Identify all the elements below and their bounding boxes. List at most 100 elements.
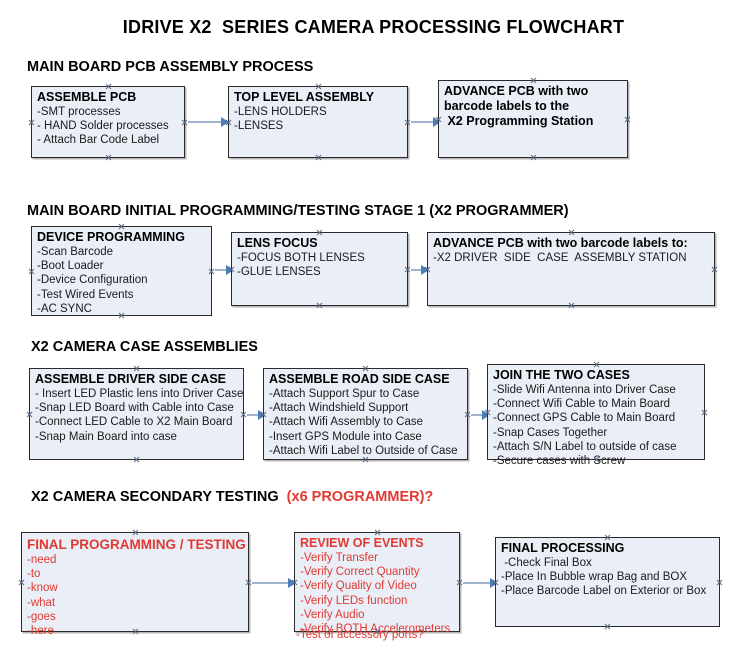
connection-handle-left[interactable] <box>28 268 35 275</box>
node-advance-pcb-to-driver-side-case-station[interactable]: ADVANCE PCB with two barcode labels to: … <box>427 232 715 306</box>
section-header-accent: (x6 PROGRAMMER)? <box>286 489 434 505</box>
node-line: -Secure cases with Screw <box>493 455 626 468</box>
node-body: REVIEW OF EVENTS -Verify Transfer -Verif… <box>295 533 459 636</box>
node-title: ASSEMBLE ROAD SIDE CASE <box>269 372 450 386</box>
connection-handle-left[interactable] <box>484 409 491 416</box>
node-body: JOIN THE TWO CASES -Slide Wifi Antenna i… <box>488 365 704 468</box>
connection-handle-right[interactable] <box>701 409 708 416</box>
node-body: LENS FOCUS -FOCUS BOTH LENSES -GLUE LENS… <box>232 233 407 279</box>
node-line: -Check Final Box <box>501 557 592 569</box>
connection-handle-top[interactable] <box>105 83 112 90</box>
connection-handle-bottom[interactable] <box>593 456 600 463</box>
connection-handle-bottom[interactable] <box>604 623 611 630</box>
node-review-of-events[interactable]: REVIEW OF EVENTS -Verify Transfer -Verif… <box>291 529 463 635</box>
connection-handle-right[interactable] <box>716 579 723 586</box>
node-line: -Verify Correct Quantity <box>300 566 420 579</box>
connection-handle-right[interactable] <box>208 268 215 275</box>
connection-handle-right[interactable] <box>181 119 188 126</box>
connection-handle-left[interactable] <box>225 119 232 126</box>
connection-handle-left[interactable] <box>424 266 431 273</box>
connection-handle-left[interactable] <box>228 266 235 273</box>
node-line: -Verify LEDs function <box>300 594 408 607</box>
node-final-programming-testing[interactable]: FINAL PROGRAMMING / TESTING -need -to -k… <box>18 529 252 637</box>
node-line: - HAND Solder processes <box>37 120 169 133</box>
connector-device-programming-to-lens-focus <box>215 269 233 271</box>
node-line: -Attach Wifi Assembly to Case <box>269 416 424 429</box>
connection-handle-bottom[interactable] <box>315 154 322 161</box>
node-title: LENS FOCUS <box>237 236 318 250</box>
node-assemble-road-side-case[interactable]: ASSEMBLE ROAD SIDE CASE -Attach Support … <box>263 368 468 460</box>
connection-handle-top[interactable] <box>604 534 611 541</box>
node-line: -Snap LED Board with Cable into Case <box>35 402 234 415</box>
node-line: -Attach Windshield Support <box>269 402 409 415</box>
connection-handle-top[interactable] <box>374 529 381 536</box>
node-line: -Place In Bubble wrap Bag and BOX <box>501 571 688 584</box>
node-line: -need <box>27 554 57 566</box>
node-device-programming[interactable]: DEVICE PROGRAMMING -Scan Barcode -Boot L… <box>31 226 212 316</box>
connection-handle-right[interactable] <box>711 266 718 273</box>
node-line: -Place Barcode Label on Exterior or Box <box>501 585 707 598</box>
connection-handle-right[interactable] <box>464 411 471 418</box>
node-line: -X2 DRIVER SIDE CASE ASSEMBLY STATION <box>433 252 687 264</box>
connection-handle-right[interactable] <box>240 411 247 418</box>
connection-handle-left[interactable] <box>18 579 25 586</box>
connection-handle-right[interactable] <box>456 579 463 586</box>
node-line: -Verify BOTH Accelerometers <box>300 623 451 636</box>
node-title: X2 Programming Station <box>444 114 594 128</box>
node-body: FINAL PROCESSING -Check Final Box -Place… <box>496 538 719 599</box>
node-advance-pcb-to-x2-programming-station[interactable]: ADVANCE PCB with two barcode labels to t… <box>438 80 628 158</box>
node-body: ASSEMBLE DRIVER SIDE CASE - Insert LED P… <box>30 369 243 444</box>
node-title: ASSEMBLE DRIVER SIDE CASE <box>35 372 227 386</box>
node-title: FINAL PROGRAMMING / TESTING <box>27 537 246 552</box>
connection-handle-top[interactable] <box>568 229 575 236</box>
connector-driver-side-to-road-side <box>247 414 265 416</box>
node-line: - Attach Bar Code Label <box>37 134 160 147</box>
connection-handle-right[interactable] <box>624 116 631 123</box>
connection-handle-top[interactable] <box>530 77 537 84</box>
node-line: -Attach S/N Label to outside of case <box>493 440 677 453</box>
connection-handle-top[interactable] <box>133 365 140 372</box>
connection-handle-top[interactable] <box>118 223 125 230</box>
node-lens-focus[interactable]: LENS FOCUS -FOCUS BOTH LENSES -GLUE LENS… <box>231 232 408 306</box>
connection-handle-bottom[interactable] <box>362 456 369 463</box>
connection-handle-bottom[interactable] <box>568 302 575 309</box>
node-line: -Snap Main Board into case <box>35 430 177 443</box>
node-line: -Connect Wifi Cable to Main Board <box>493 398 671 411</box>
node-final-processing[interactable]: FINAL PROCESSING -Check Final Box -Place… <box>495 537 720 627</box>
connection-handle-left[interactable] <box>26 411 33 418</box>
connection-handle-top[interactable] <box>315 83 322 90</box>
connection-handle-bottom[interactable] <box>105 154 112 161</box>
node-body: ADVANCE PCB with two barcode labels to: … <box>428 233 714 265</box>
connection-handle-bottom[interactable] <box>118 312 125 319</box>
node-join-the-two-cases[interactable]: JOIN THE TWO CASES -Slide Wifi Antenna i… <box>484 361 708 467</box>
connection-handle-left[interactable] <box>28 119 35 126</box>
node-top-level-assembly[interactable]: TOP LEVEL ASSEMBLY -LENS HOLDERS -LENSES <box>228 86 408 158</box>
connection-handle-right[interactable] <box>404 119 411 126</box>
node-title: TOP LEVEL ASSEMBLY <box>234 90 375 104</box>
connection-handle-top[interactable] <box>593 361 600 368</box>
review-of-events-overflow-line: -Test of accessory ports? <box>296 629 424 641</box>
connection-handle-left[interactable] <box>291 579 298 586</box>
node-line: -to <box>27 568 41 581</box>
connection-handle-left[interactable] <box>492 579 499 586</box>
node-line: -Connect LED Cable to X2 Main Board <box>35 416 233 429</box>
connection-handle-left[interactable] <box>435 116 442 123</box>
connection-handle-top[interactable] <box>362 365 369 372</box>
connection-handle-top[interactable] <box>132 529 139 536</box>
node-assemble-pcb[interactable]: ASSEMBLE PCB -SMT processes - HAND Solde… <box>31 86 185 158</box>
connection-handle-right[interactable] <box>404 266 411 273</box>
node-title: ADVANCE PCB with two barcode labels to: <box>433 236 688 250</box>
connection-handle-left[interactable] <box>260 411 267 418</box>
node-assemble-driver-side-case[interactable]: ASSEMBLE DRIVER SIDE CASE - Insert LED P… <box>29 368 244 460</box>
connection-handle-bottom[interactable] <box>133 456 140 463</box>
node-line: -what <box>27 596 56 609</box>
connection-handle-bottom[interactable] <box>132 628 139 635</box>
connection-handle-bottom[interactable] <box>530 154 537 161</box>
node-body: ASSEMBLE PCB -SMT processes - HAND Solde… <box>32 87 184 148</box>
connection-handle-bottom[interactable] <box>316 302 323 309</box>
section-header-text: X2 CAMERA SECONDARY TESTING <box>31 489 287 505</box>
node-line: -Attach Support Spur to Case <box>269 388 420 400</box>
connection-handle-top[interactable] <box>316 229 323 236</box>
connection-handle-right[interactable] <box>245 579 252 586</box>
node-line: -here <box>27 625 54 638</box>
